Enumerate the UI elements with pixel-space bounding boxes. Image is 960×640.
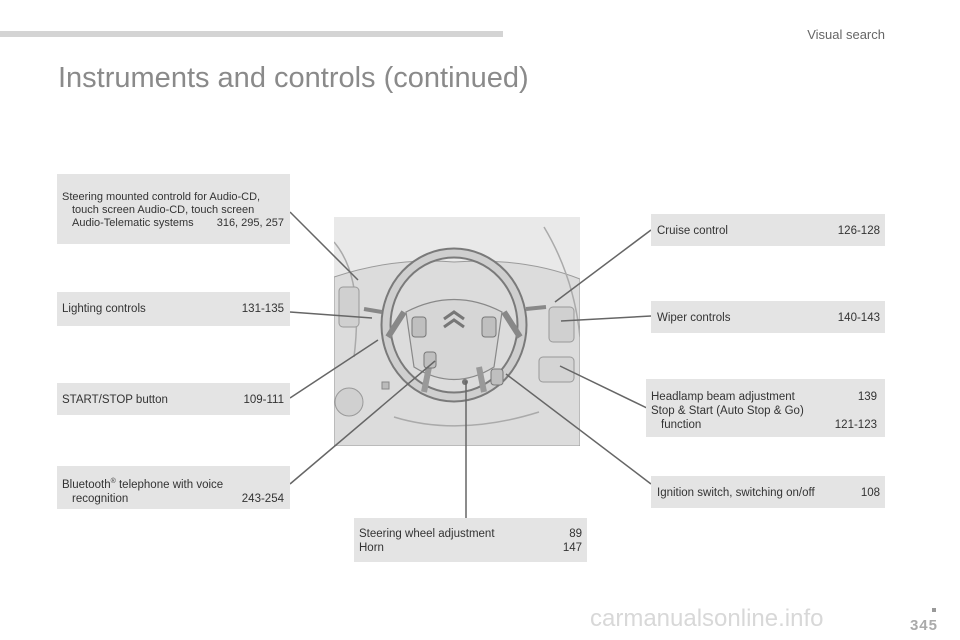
page-marker-dot (932, 608, 936, 612)
wiper-label: Wiper controls (657, 312, 731, 324)
stop-start-label: Stop & Start (Auto Stop & Go) (651, 405, 804, 417)
ignition-label: Ignition switch, switching on/off (657, 487, 815, 499)
lighting-label: Lighting controls (62, 303, 146, 315)
cruise-pages: 126-128 (837, 225, 880, 237)
horn-label: Horn (359, 542, 384, 554)
steering-adjust-pages: 89 (569, 528, 582, 540)
wiper-pages: 140-143 (837, 312, 880, 324)
bluetooth-label-rest: telephone with voice (115, 478, 224, 491)
steering-audio-line1: Steering mounted controld for Audio-CD, (62, 191, 261, 203)
horn-pages: 147 (562, 542, 582, 554)
lighting-pages: 131-135 (241, 303, 284, 315)
callout-headlamp[interactable]: Headlamp beam adjustment 139 Stop & Star… (646, 379, 885, 437)
header-rule (0, 31, 503, 37)
steering-audio-pages: 316, 295, 257 (216, 217, 284, 229)
callout-wiper[interactable]: Wiper controls 140-143 (651, 301, 885, 333)
cruise-label: Cruise control (657, 225, 728, 237)
page-number: 345 (909, 617, 938, 634)
callout-cruise[interactable]: Cruise control 126-128 (651, 214, 885, 246)
start-stop-label: START/STOP button (62, 394, 168, 406)
callout-ignition[interactable]: Ignition switch, switching on/off 108 (651, 476, 885, 508)
steering-audio-line3: Audio-Telematic systems (72, 217, 194, 229)
bluetooth-pages: 243-254 (241, 492, 284, 505)
steering-adjust-label: Steering wheel adjustment (359, 528, 495, 540)
watermark: carmanualsonline.info (590, 605, 824, 632)
stop-start-label-cont: function (661, 419, 702, 431)
start-stop-pages: 109-111 (243, 394, 285, 406)
headlamp-label: Headlamp beam adjustment (651, 391, 795, 403)
section-label: Visual search (807, 27, 885, 42)
page-title: Instruments and controls (continued) (58, 62, 529, 94)
bluetooth-label: Bluetooth (62, 478, 111, 491)
callout-steering-wheel[interactable]: Steering wheel adjustment 89 Horn 147 (354, 518, 587, 562)
stop-start-pages: 121-123 (834, 419, 877, 431)
callout-steering-audio[interactable]: Steering mounted controld for Audio-CD, … (57, 174, 290, 244)
headlamp-pages: 139 (857, 391, 877, 403)
ignition-pages: 108 (860, 487, 880, 499)
bluetooth-registered-mark: ® (110, 478, 116, 485)
callout-start-stop[interactable]: START/STOP button 109-111 (57, 383, 290, 415)
callout-bluetooth[interactable]: Bluetooth® telephone with voice recognit… (57, 466, 290, 509)
callout-lighting[interactable]: Lighting controls 131-135 (57, 292, 290, 326)
steering-audio-line2: touch screen Audio-CD, touch screen (72, 204, 255, 216)
steering-wheel-illustration (334, 217, 580, 446)
bluetooth-line2: recognition (72, 492, 129, 505)
steering-wheel-drawing (334, 217, 580, 446)
